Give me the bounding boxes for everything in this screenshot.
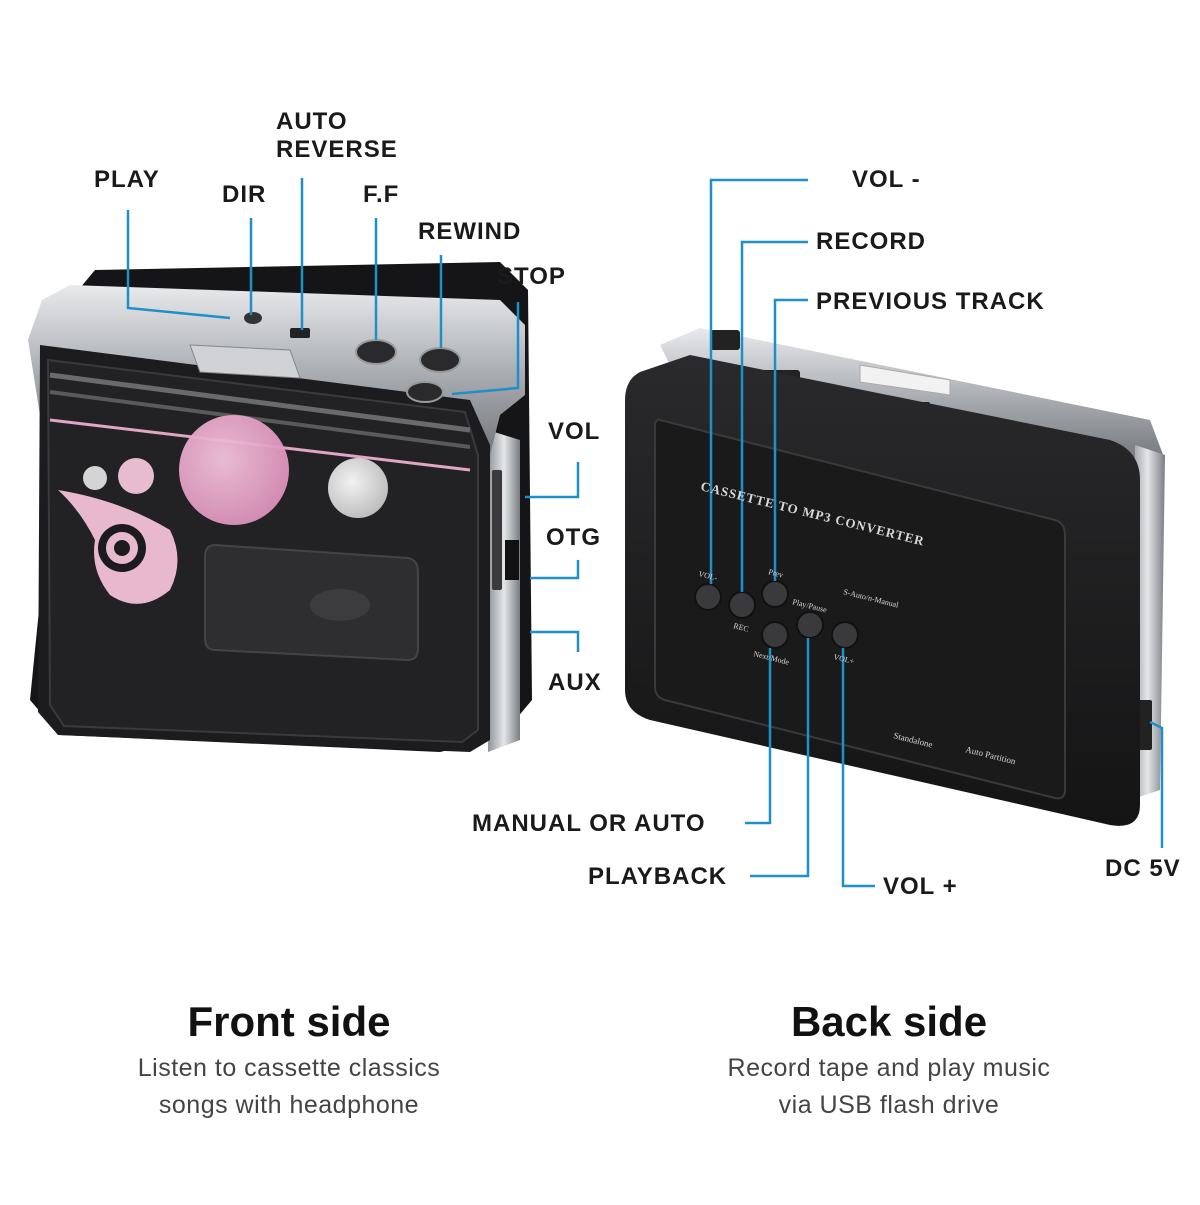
- callout-vol: VOL: [548, 418, 601, 445]
- back-side-heading: Back side: [790, 998, 988, 1045]
- callout-auto-reverse-line1: AUTO: [276, 108, 348, 135]
- callout-stop: STOP: [497, 263, 566, 290]
- panel-label-rec: REC: [733, 621, 750, 633]
- callout-record: RECORD: [816, 228, 927, 255]
- back-cassette-player: [625, 328, 1165, 826]
- callout-auto-reverse-line2: REVERSE: [276, 136, 398, 163]
- callout-ff: F.F: [363, 181, 400, 208]
- callout-dir: DIR: [222, 181, 267, 208]
- callout-manual-or-auto: MANUAL OR AUTO: [472, 810, 706, 837]
- back-description-line2: via USB flash drive: [778, 1091, 1000, 1119]
- front-side-description: Listen to cassette classics songs with h…: [9, 1050, 569, 1124]
- callout-vol-plus: VOL +: [883, 873, 958, 900]
- callout-otg: OTG: [546, 524, 601, 551]
- back-side-description: Record tape and play music via USB flash…: [609, 1050, 1169, 1124]
- back-description-line1: Record tape and play music: [727, 1054, 1051, 1082]
- callout-rewind: REWIND: [418, 218, 522, 245]
- panel-label-prev: Prev: [768, 567, 784, 579]
- front-cassette-player: [28, 262, 532, 752]
- callout-vol-minus: VOL -: [852, 166, 921, 193]
- front-description-line2: songs with headphone: [158, 1091, 420, 1119]
- callout-play: PLAY: [94, 166, 160, 193]
- callout-playback: PLAYBACK: [588, 863, 728, 890]
- callout-previous-track: PREVIOUS TRACK: [816, 288, 1045, 315]
- front-description-line1: Listen to cassette classics: [137, 1054, 441, 1082]
- front-side-heading: Front side: [187, 998, 391, 1045]
- front-leader-lines: [126, 178, 580, 652]
- callout-dc-5v: DC 5V: [1105, 855, 1181, 882]
- back-leader-lines: [709, 178, 1164, 888]
- callout-aux: AUX: [548, 669, 602, 696]
